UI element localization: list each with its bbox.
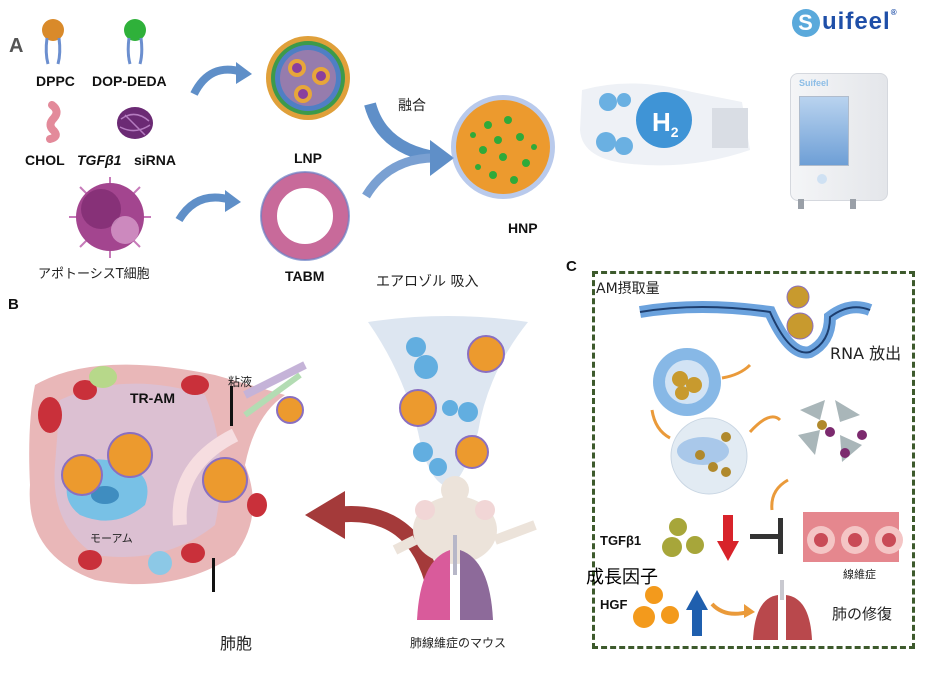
process-flow-arrows (650, 363, 789, 511)
released-sirna-icon (798, 400, 867, 462)
mucus-indicator-line (230, 386, 233, 426)
sirna-icon (117, 107, 153, 139)
fusion-arrow-icon (362, 102, 454, 199)
arrow-tcell-to-tabm-icon (175, 190, 241, 223)
healthy-lung-icon (753, 580, 812, 640)
mo-am-label: モーアム (90, 532, 133, 545)
dppc-lipid-icon (42, 19, 64, 65)
hgf-label: HGF (600, 597, 628, 612)
tgfb1-label: TGFβ1 (600, 533, 642, 548)
hydrogen-bubbles-icon (580, 83, 750, 166)
registered-mark: ® (890, 8, 898, 17)
hnp-nanoparticle-icon (451, 95, 555, 199)
fibrotic-mouse-illustration (392, 476, 537, 620)
cell-membrane-uptake-icon (639, 285, 873, 359)
tgfb1-italic-label: TGFβ1 (77, 152, 122, 168)
tr-am-label: TR-AM (130, 390, 176, 406)
fibrosis-mouse-label: 肺線維症のマウス (410, 636, 507, 650)
lnp-label: LNP (294, 150, 322, 166)
device-brand-label: Suifeel (799, 78, 829, 88)
dop-deda-label: DOP-DEDA (92, 73, 167, 89)
mechanism-dashed-box (592, 271, 915, 649)
logo-text: uifeel (822, 8, 891, 35)
mucus-label: 粘液 (228, 375, 253, 389)
tgfb1-protein-icon (662, 518, 704, 557)
upregulation-arrow-icon (686, 590, 708, 636)
panel-c-letter: C (566, 258, 577, 275)
apoptotic-t-cell-label: アポトーシスT細胞 (38, 267, 150, 282)
h2-molecule-label: H2 (652, 107, 679, 140)
device-window (799, 96, 849, 166)
tabm-label: TABM (285, 268, 325, 284)
dop-deda-lipid-icon (124, 19, 146, 65)
dppc-label: DPPC (36, 73, 75, 89)
lnp-nanoparticle-icon (266, 36, 350, 120)
fibrosis-label: 線維症 (843, 568, 876, 581)
fibrotic-tissue-icon (803, 512, 903, 562)
h2-symbol: H (652, 107, 671, 137)
hnp-label: HNP (508, 220, 538, 236)
aerosol-vortex-illustration (368, 316, 528, 487)
repair-arrow-icon (710, 602, 755, 618)
lysosome-icon (670, 417, 748, 495)
am-uptake-label: AM摂取量 (596, 281, 660, 297)
device-wheel (798, 199, 804, 209)
rna-release-label: RNA 放出 (830, 344, 902, 363)
sirna-label: siRNA (134, 152, 177, 168)
h2-subscript: 2 (670, 124, 679, 141)
arrow-lipids-to-lnp-icon (190, 62, 252, 96)
hgf-protein-icon (633, 586, 679, 628)
cholesterol-icon (46, 101, 61, 143)
tabm-membrane-ring-icon (260, 171, 350, 261)
alveolus-label: 肺胞 (220, 634, 253, 653)
hnp-particles-in-alveolus (61, 396, 304, 503)
panel-a-letter: A (9, 35, 24, 57)
lung-repair-label: 肺の修復 (832, 605, 893, 623)
chol-label: CHOL (25, 152, 65, 168)
growth-factor-label: 成長因子 (586, 567, 658, 588)
aerosol-inhalation-label: エアロゾル 吸入 (376, 274, 479, 290)
inhibition-symbol-icon (750, 518, 783, 554)
panel-b-letter: B (8, 296, 19, 313)
downregulation-arrow-icon (717, 515, 739, 561)
logo-s-badge: S (792, 8, 820, 37)
membrane-indicator-line (212, 558, 215, 592)
endosome-icon (653, 348, 721, 416)
device-power-icon (817, 174, 827, 184)
apoptotic-t-cell-icon (69, 177, 151, 258)
device-wheel (850, 199, 856, 209)
fusion-label: 融合 (398, 98, 426, 114)
hydrogen-generator-device: Suifeel (790, 73, 888, 201)
